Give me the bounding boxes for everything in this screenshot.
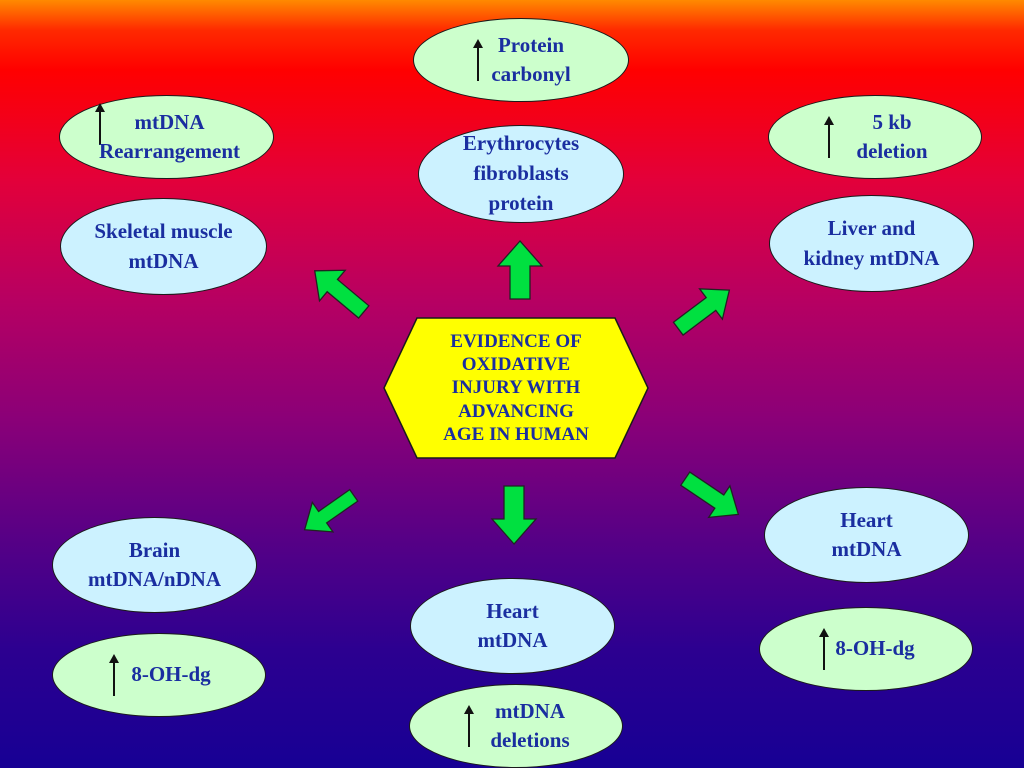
- 8ohdg-right-node: 8-OH-dg: [759, 607, 973, 691]
- node-label-line: Brain: [128, 537, 181, 562]
- green-block-arrow-icon: [672, 288, 731, 336]
- green-block-arrow-icon: [313, 269, 370, 319]
- node-label-line: Heart: [840, 507, 893, 532]
- node-label-line: Protein: [497, 32, 565, 57]
- up-arrow-icon: [824, 116, 835, 158]
- protein-carbonyl-node: Protein carbonyl: [413, 18, 629, 102]
- node-label-line: carbonyl: [491, 62, 571, 86]
- 5kb-deletion-node: 5 kb deletion: [768, 95, 982, 179]
- node-label-line: deletion: [856, 139, 928, 163]
- green-block-arrow-icon: [490, 485, 538, 545]
- mtdna-rearrangement-node: mtDNA Rearrangement: [59, 95, 274, 179]
- node-label-line: fibroblasts: [473, 161, 569, 186]
- node-label-line: kidney mtDNA: [803, 245, 940, 270]
- up-arrow-icon: [819, 628, 830, 670]
- liver-kidney-node: Liver and kidney mtDNA: [769, 195, 974, 292]
- skeletal-muscle-node: Skeletal muscle mtDNA: [60, 198, 267, 295]
- heart-right-node: Heart mtDNA: [764, 487, 969, 583]
- mtdna-deletions-node: mtDNA deletions: [409, 684, 623, 768]
- node-label-line: 8-OH-dg: [835, 636, 915, 661]
- node-label-line: Heart: [486, 598, 539, 623]
- brain-node: Brain mtDNA/nDNA: [52, 517, 257, 613]
- green-block-arrow-icon: [679, 471, 740, 519]
- node-label-line: 8-OH-dg: [131, 662, 211, 687]
- node-label-line: deletions: [490, 728, 570, 752]
- center-hexagon: EVIDENCE OF OXIDATIVE INJURY WITH ADVANC…: [383, 317, 649, 459]
- node-label-line: mtDNA: [128, 248, 199, 273]
- node-label-line: mtDNA: [495, 698, 565, 723]
- heart-center-node: Heart mtDNA: [410, 578, 615, 674]
- green-block-arrow-icon: [496, 240, 544, 300]
- up-arrow-icon: [473, 39, 484, 81]
- green-block-arrow-icon: [303, 488, 359, 533]
- up-arrow-icon: [94, 103, 105, 145]
- erythrocytes-node: Erythrocytes fibroblasts protein: [418, 125, 624, 223]
- center-title-line: AGE IN HUMAN: [443, 424, 589, 446]
- hexagon-shape: [383, 317, 649, 459]
- node-label-line: Liver and: [827, 216, 916, 241]
- 8ohdg-left-node: 8-OH-dg: [52, 633, 266, 717]
- center-title-line: EVIDENCE OF: [450, 330, 582, 352]
- center-title-line: OXIDATIVE: [461, 353, 571, 375]
- node-label-line: Rearrangement: [98, 139, 241, 163]
- center-title-line: ADVANCING: [458, 400, 574, 422]
- node-label-line: mtDNA: [477, 628, 548, 652]
- node-label-line: mtDNA/nDNA: [88, 567, 221, 591]
- center-title: EVIDENCE OF OXIDATIVE INJURY WITH ADVANC…: [383, 317, 649, 459]
- node-label-line: mtDNA: [134, 109, 205, 134]
- up-arrow-icon: [464, 705, 475, 747]
- node-label-line: Skeletal muscle: [94, 219, 233, 244]
- node-label-line: 5 kb: [872, 109, 912, 134]
- up-arrow-icon: [109, 654, 120, 696]
- node-label-line: Erythrocytes: [462, 131, 580, 156]
- node-label-line: mtDNA: [831, 537, 902, 561]
- node-label-line: protein: [488, 190, 554, 215]
- center-title-line: INJURY WITH: [451, 377, 581, 399]
